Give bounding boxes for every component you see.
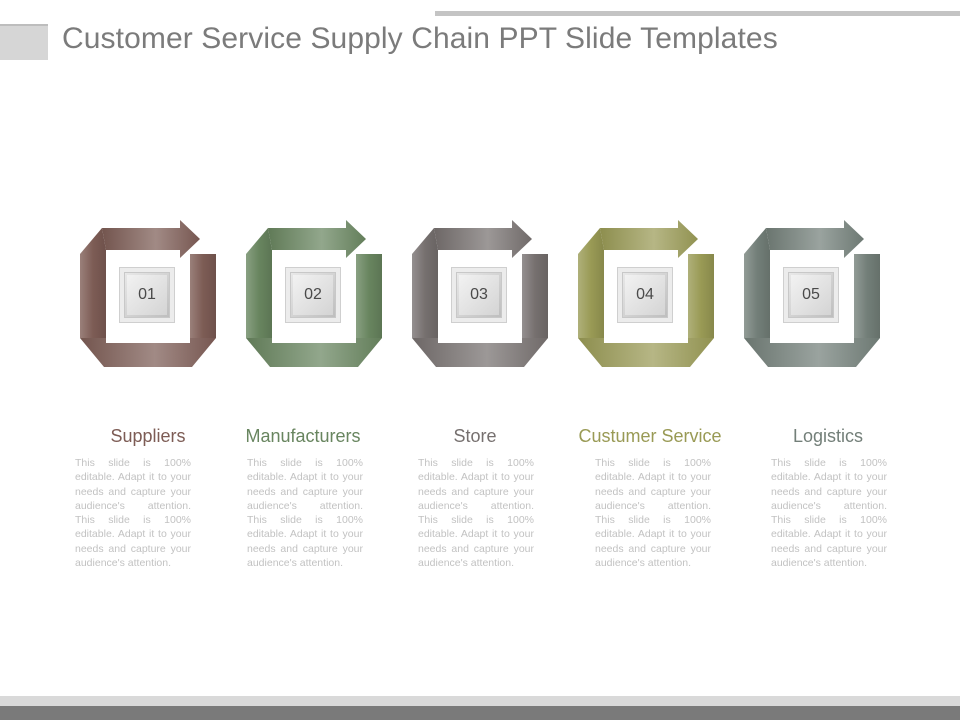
- step-number-box: 02: [286, 268, 340, 322]
- step-number-box: 05: [784, 268, 838, 322]
- step-number: 05: [791, 275, 831, 315]
- process-steps: 01 Suppliers This slide is 100% editable…: [0, 220, 960, 620]
- footer-bar-light: [0, 696, 960, 706]
- step-label: Store: [453, 426, 497, 446]
- step-label: Suppliers: [110, 426, 186, 446]
- step-description: This slide is 100% editable. Adapt it to…: [247, 457, 363, 570]
- cycle-arrow-icon: 02: [246, 220, 386, 370]
- cycle-arrow-icon: 04: [578, 220, 718, 370]
- title-accent-tab: [0, 24, 48, 60]
- step-description: This slide is 100% editable. Adapt it to…: [595, 457, 711, 570]
- step-number: 04: [625, 275, 665, 315]
- cycle-arrow-icon: 03: [412, 220, 552, 370]
- step-number-box: 03: [452, 268, 506, 322]
- cycle-arrow-icon: 05: [744, 220, 884, 370]
- slide-title: Customer Service Supply Chain PPT Slide …: [62, 22, 778, 55]
- step-description: This slide is 100% editable. Adapt it to…: [771, 457, 887, 570]
- step-label: Manufacturers: [245, 426, 361, 446]
- step-number: 02: [293, 275, 333, 315]
- step-description: This slide is 100% editable. Adapt it to…: [75, 457, 191, 570]
- step-number: 01: [127, 275, 167, 315]
- step-description: This slide is 100% editable. Adapt it to…: [418, 457, 534, 570]
- top-decorative-rule: [435, 11, 960, 16]
- step-number-box: 01: [120, 268, 174, 322]
- step-label: Custumer Service: [578, 426, 722, 446]
- step-number: 03: [459, 275, 499, 315]
- footer-bar-dark: [0, 706, 960, 720]
- cycle-arrow-icon: 01: [80, 220, 220, 370]
- step-number-box: 04: [618, 268, 672, 322]
- step-label: Logistics: [792, 426, 864, 446]
